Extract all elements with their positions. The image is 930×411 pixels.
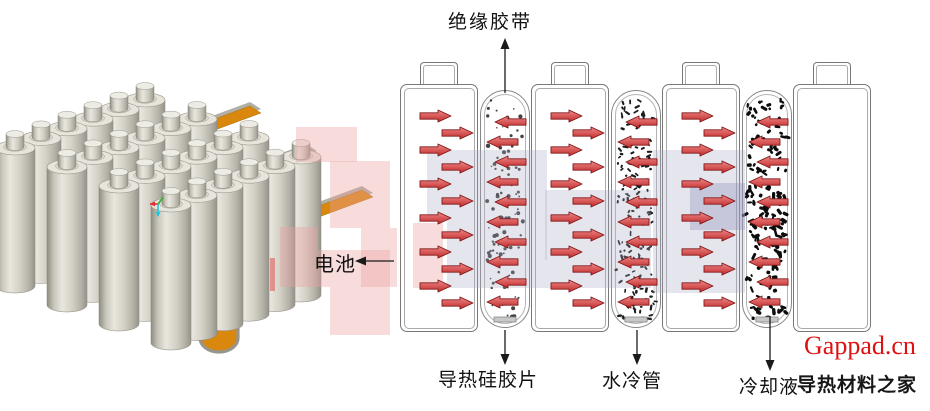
label-water-tube: 水冷管 [602, 371, 663, 392]
battery-cell [531, 84, 609, 332]
battery-cell [793, 84, 871, 332]
battery-terminal [420, 62, 458, 85]
label-insulating-tape: 绝缘胶带 [447, 12, 532, 33]
battery-terminal [551, 62, 589, 85]
battery-cell [400, 84, 478, 332]
battery-terminal [813, 62, 851, 85]
gap-capsule-coolant [742, 90, 792, 328]
gap-capsule-thermal_pad [480, 90, 530, 328]
battery-terminal [682, 62, 720, 85]
label-thermal-pad: 导热硅胶片 [438, 370, 539, 391]
battery-cell [662, 84, 740, 332]
brand-tagline: 导热材料之家 [797, 375, 918, 396]
brand-gappad-url: Gappad.cn [804, 331, 916, 360]
label-battery: 电池 [314, 254, 356, 276]
gap-capsule-water_tube [611, 90, 661, 328]
label-coolant: 冷却液 [739, 377, 800, 398]
